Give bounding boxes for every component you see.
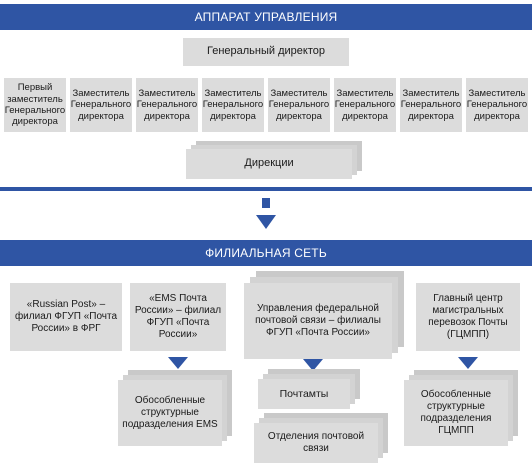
deputy-box: Заместитель Генерального директора <box>466 78 528 132</box>
post-offices-box: Почтамты <box>258 379 350 409</box>
connector-stem <box>262 198 270 208</box>
deputy-box: Заместитель Генерального директора <box>202 78 264 132</box>
deputy-box: Заместитель Генерального директора <box>400 78 462 132</box>
branch-russian-post-germany: «Russian Post» – филиал ФГУП «Почта Росс… <box>10 283 122 351</box>
management-banner: АППАРАТ УПРАВЛЕНИЯ <box>0 4 532 30</box>
down-arrow-icon <box>256 215 276 229</box>
management-divider <box>0 187 532 191</box>
down-arrow-icon <box>168 357 188 369</box>
branch-federal-postal-directorates: Управления федеральной почтовой связи – … <box>244 283 392 359</box>
down-arrow-icon <box>303 359 323 371</box>
branch-ems: «EMS Почта России» – филиал ФГУП «Почта … <box>130 283 226 351</box>
deputy-box: Заместитель Генерального директора <box>334 78 396 132</box>
deputy-box: Заместитель Генерального директора <box>70 78 132 132</box>
first-deputy-box: Первый заместитель Генерального директор… <box>4 78 66 132</box>
down-arrow-icon <box>458 357 478 369</box>
deputy-box: Заместитель Генерального директора <box>268 78 330 132</box>
deputy-box: Заместитель Генерального директора <box>136 78 198 132</box>
gcmpp-units-box: Обособленные структурные подразделения Г… <box>404 380 508 446</box>
postal-departments-box: Отделения почтовой связи <box>254 423 378 463</box>
network-banner: ФИЛИАЛЬНАЯ СЕТЬ <box>0 240 532 266</box>
ems-units-box: Обособленные структурные подразделения E… <box>118 380 222 446</box>
directorates-box: Дирекции <box>186 149 352 179</box>
ceo-box: Генеральный директор <box>183 38 349 66</box>
branch-gcmpp: Главный центр магистральных перевозок По… <box>416 283 520 351</box>
